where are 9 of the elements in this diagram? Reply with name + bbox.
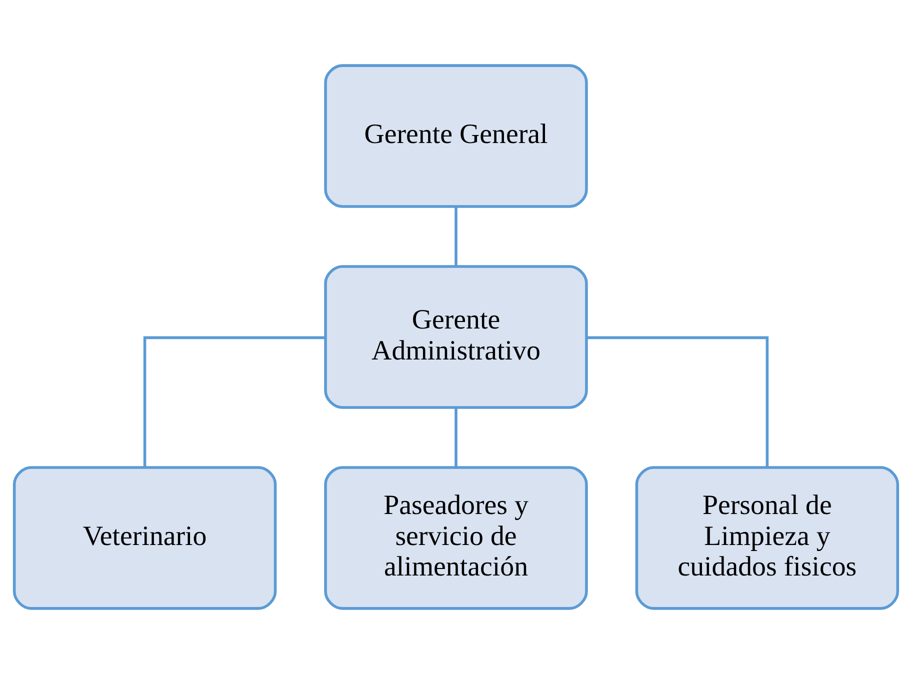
connector [586,336,769,467]
node-box: Paseadores y servicio de alimentación [324,466,588,610]
connector [454,206,458,266]
node-box: Veterinario [12,466,277,610]
connector [143,336,326,467]
node-box: Gerente General [324,64,588,208]
node-box: Personal de Limpieza y cuidados fisicos [635,466,900,610]
node-box: Gerente Administrativo [324,264,588,408]
connector [454,407,458,467]
